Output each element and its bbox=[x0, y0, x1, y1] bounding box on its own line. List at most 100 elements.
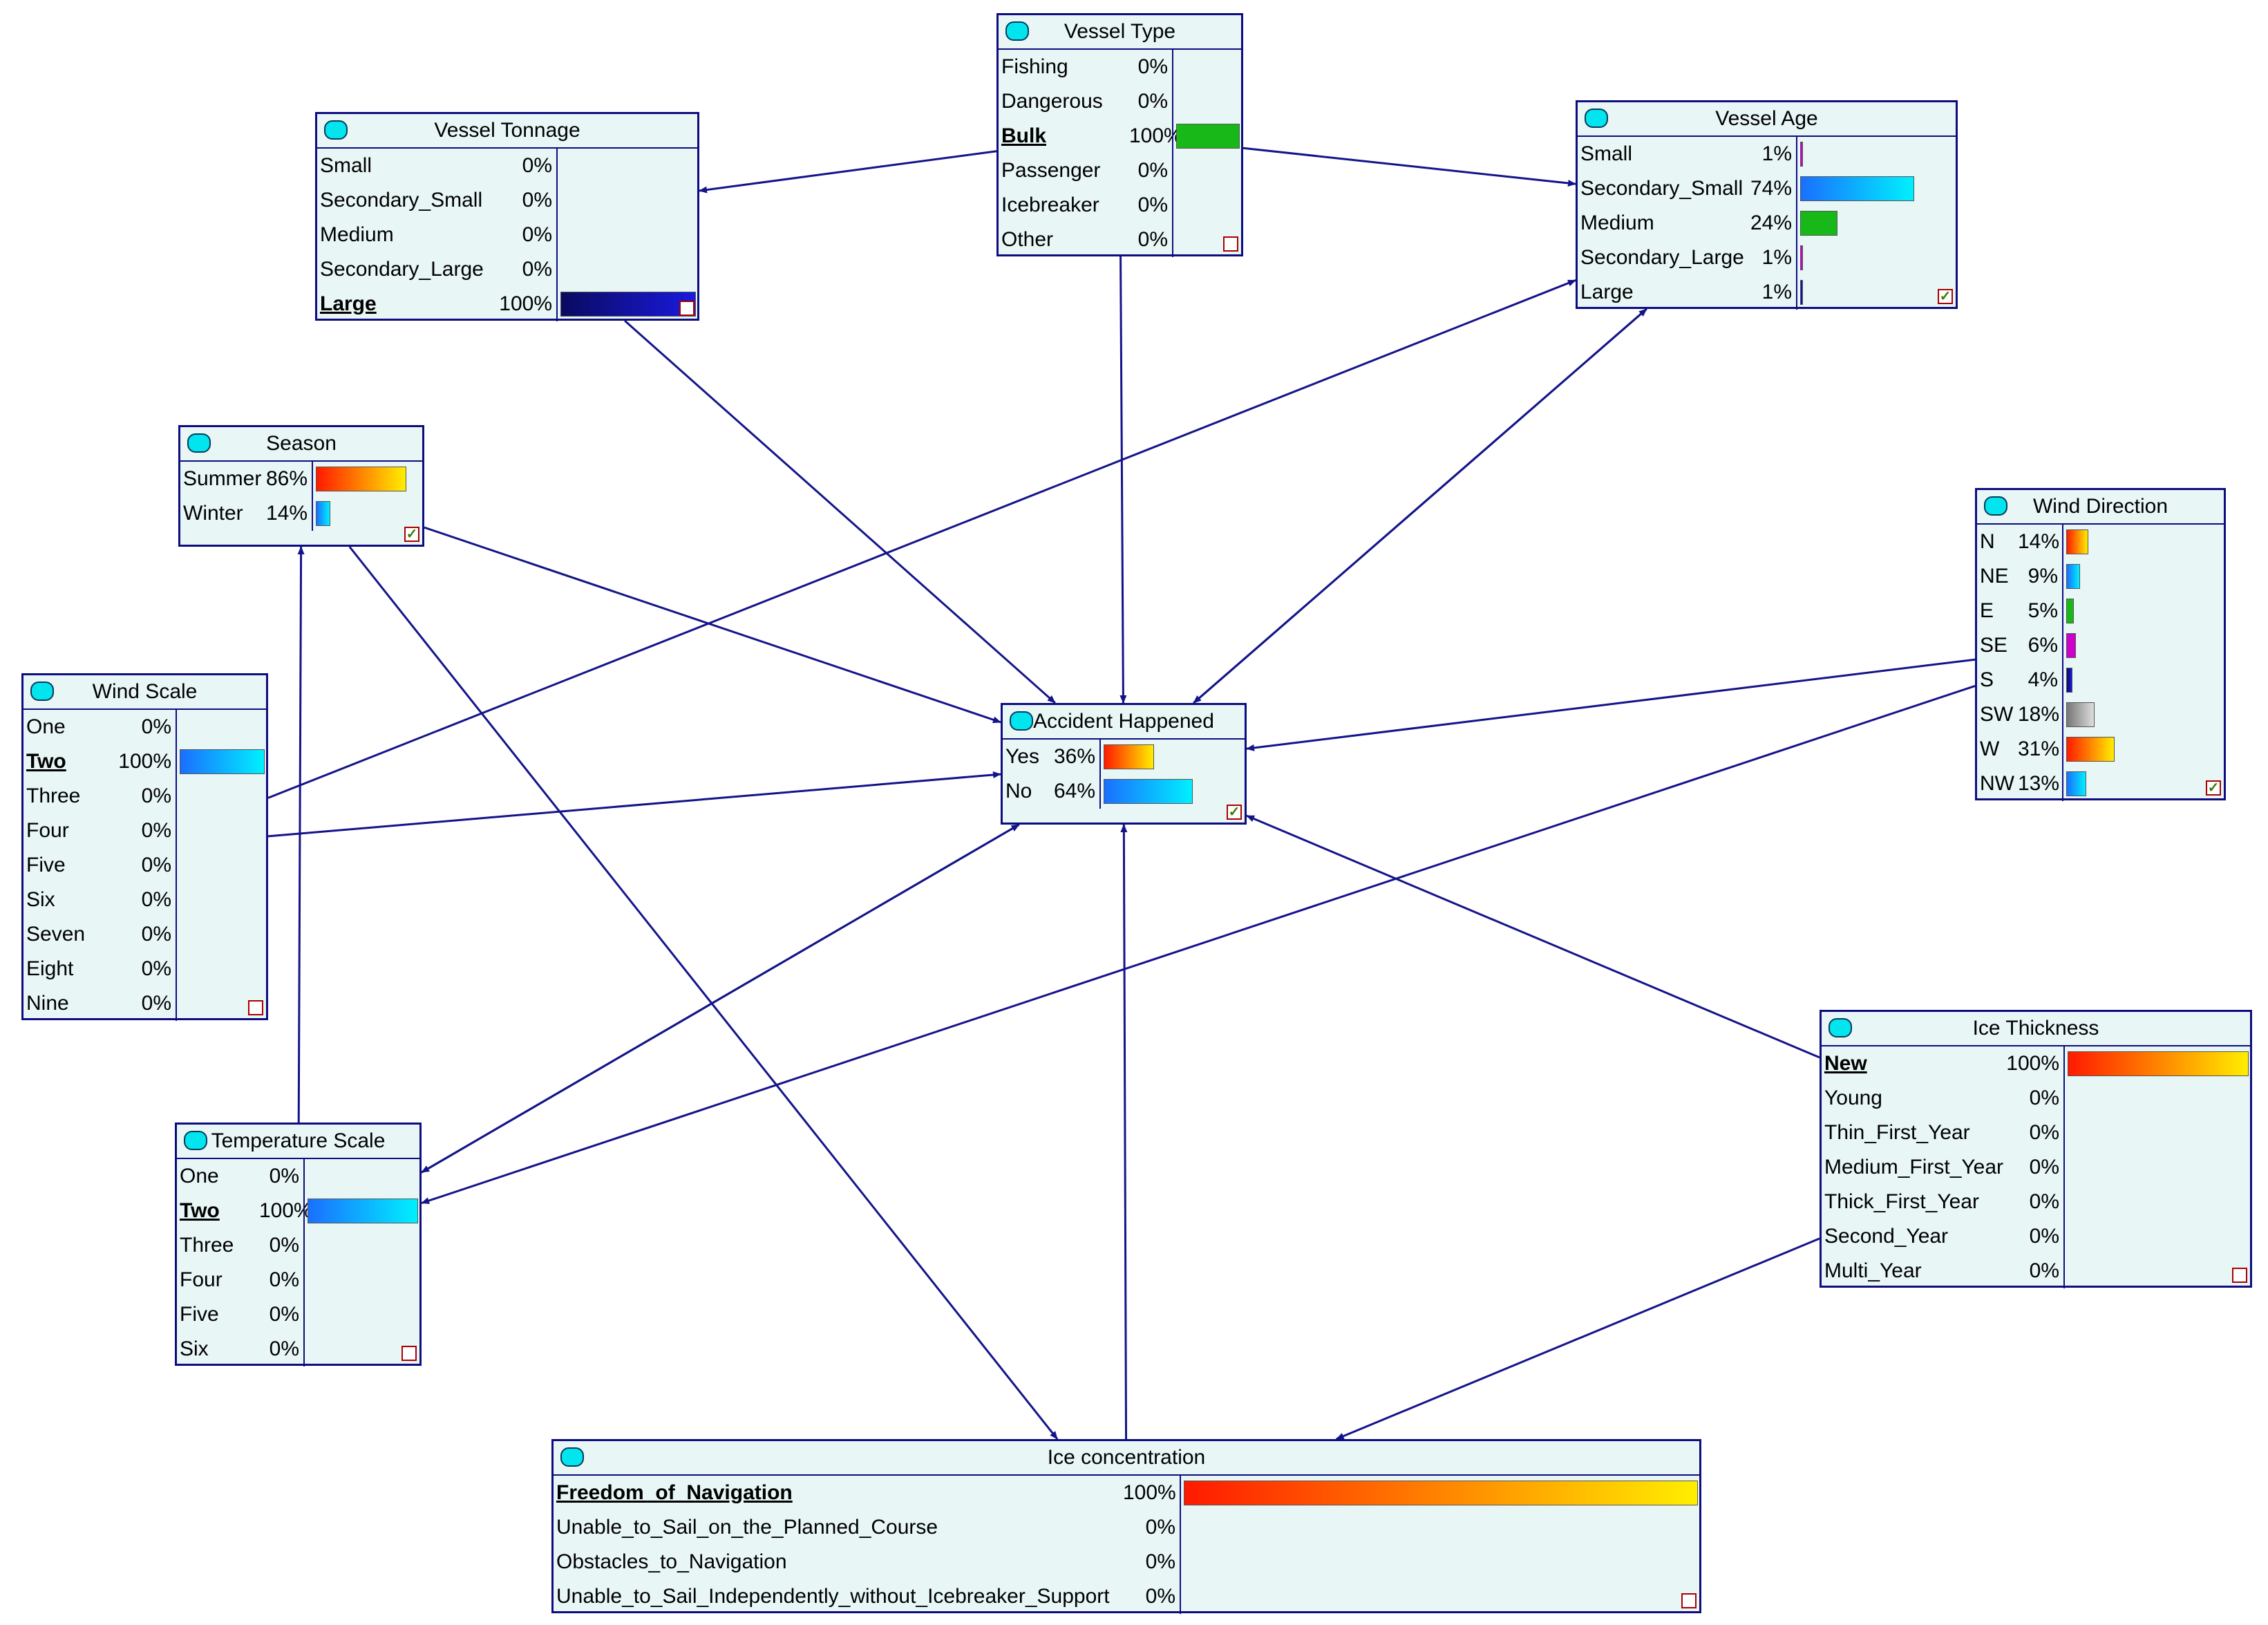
checkmark-icon[interactable]: ✓ bbox=[1227, 805, 1242, 820]
node-header[interactable]: Ice concentration bbox=[554, 1441, 1699, 1476]
state-bar-cell bbox=[176, 744, 266, 779]
node-corner-box[interactable] bbox=[1681, 1593, 1697, 1608]
node-header[interactable]: Wind Scale bbox=[23, 675, 266, 710]
node-header[interactable]: Vessel Age bbox=[1578, 102, 1956, 137]
node-header[interactable]: Vessel Tonnage bbox=[317, 114, 697, 149]
node-header[interactable]: Vessel Type bbox=[999, 15, 1241, 50]
state-bar-cell bbox=[303, 1332, 419, 1366]
state-bar-cell bbox=[1172, 188, 1241, 223]
state-label: Large bbox=[320, 292, 377, 315]
edge-wind-scale-to-vessel-age bbox=[267, 279, 1576, 799]
checkmark-icon[interactable]: ✓ bbox=[2206, 780, 2221, 796]
node-oval-icon bbox=[1005, 21, 1029, 41]
state-row-unable-to-sail-independently-without-icebreaker-support[interactable]: Unable_to_Sail_Independently_without_Ice… bbox=[554, 1579, 1699, 1614]
node-header[interactable]: Ice Thickness bbox=[1822, 1012, 2250, 1046]
node-corner-box[interactable] bbox=[401, 1346, 417, 1361]
node-corner-box[interactable] bbox=[1223, 236, 1238, 252]
node-corner-box[interactable] bbox=[248, 1000, 263, 1015]
checkmark-icon[interactable]: ✓ bbox=[1938, 289, 1953, 304]
checkmark-icon[interactable]: ✓ bbox=[404, 527, 419, 542]
state-bar-cell bbox=[2063, 1046, 2250, 1081]
probability-bar bbox=[1104, 744, 1154, 769]
node-oval-icon bbox=[184, 1131, 207, 1150]
node-header[interactable]: Wind Direction bbox=[1977, 490, 2224, 525]
state-bar-cell bbox=[1180, 1545, 1699, 1579]
state-bar-cell bbox=[303, 1159, 419, 1194]
node-corner-box[interactable] bbox=[2232, 1268, 2247, 1283]
node-header[interactable]: Season bbox=[180, 427, 422, 462]
state-bar-cell bbox=[176, 779, 266, 814]
node-header[interactable]: Accident Happened bbox=[1003, 705, 1245, 740]
edge-vessel-tonnage-to-accident bbox=[624, 319, 1056, 704]
node-corner-box[interactable] bbox=[679, 301, 694, 316]
edge-ice-thickness-to-accident bbox=[1246, 814, 1820, 1059]
state-bar-cell bbox=[556, 183, 697, 218]
state-bar-cell bbox=[2062, 628, 2224, 663]
node-header[interactable]: Temperature Scale bbox=[177, 1125, 419, 1159]
